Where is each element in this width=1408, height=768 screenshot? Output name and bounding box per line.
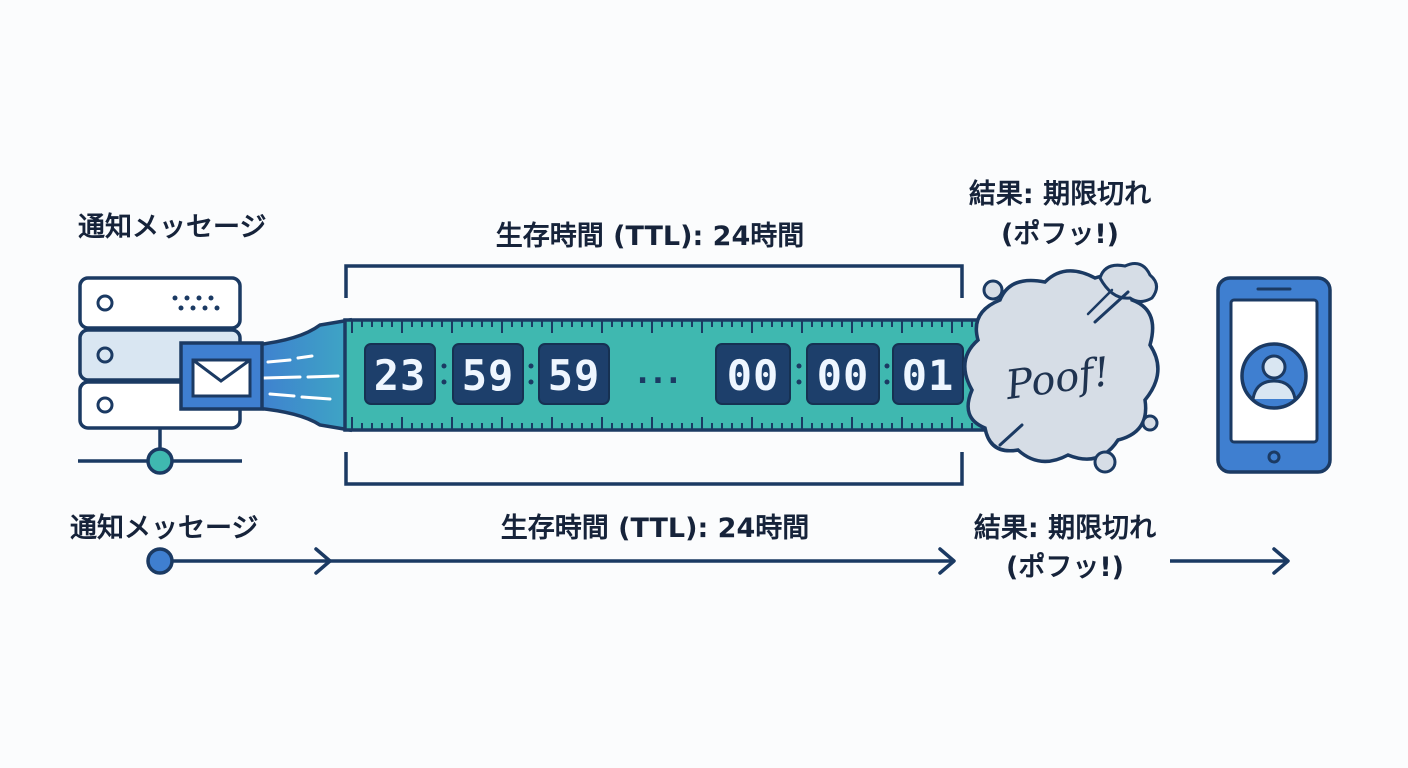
- timeline-ttl-label: 生存時間 (TTL): 24時間: [500, 513, 810, 544]
- timeline-result-line2: (ポフッ!): [1006, 552, 1124, 583]
- digit-seconds-end: 01: [902, 351, 955, 400]
- digit-hours-end: 00: [727, 351, 780, 400]
- digit-minutes-start: 59: [462, 351, 515, 400]
- timeline-arrow-3: [1272, 547, 1290, 575]
- ttl-bracket-bottom: [344, 452, 964, 486]
- user-avatar-icon: [1240, 342, 1308, 410]
- poof-cloud-icon: Poof!: [963, 262, 1160, 474]
- digit-hours-start: 23: [374, 351, 427, 400]
- ttl-label: 生存時間 (TTL): 24時間: [495, 221, 805, 252]
- timeline-result-line1: 結果: 期限切れ: [973, 513, 1157, 544]
- ttl-bracket-top: [344, 264, 964, 298]
- countdown-end: 00 00 01: [715, 343, 964, 405]
- digit-box: [538, 343, 610, 405]
- countdown-start: 23 59 59: [364, 343, 610, 405]
- digit-box: [364, 343, 436, 405]
- result-label-line2: (ポフッ!): [1001, 219, 1119, 250]
- smartphone-icon: [1216, 276, 1332, 474]
- timeline: [146, 547, 1290, 575]
- digit-minutes-end: 00: [817, 351, 870, 400]
- digit-seconds-start: 59: [548, 351, 601, 400]
- digit-box: [715, 343, 791, 405]
- transfer-tube: [253, 317, 352, 433]
- timeline-start-dot: [146, 547, 174, 575]
- timeline-source-label: 通知メッセージ: [70, 513, 259, 544]
- digit-box: [452, 343, 524, 405]
- envelope-icon: [179, 341, 264, 411]
- countdown-ellipsis: ...: [637, 356, 683, 391]
- countdown-band: [343, 318, 987, 432]
- digit-box: [806, 343, 880, 405]
- result-label-line1: 結果: 期限切れ: [968, 179, 1152, 210]
- digit-box: [892, 343, 964, 405]
- source-label: 通知メッセージ: [78, 212, 267, 243]
- timeline-arrow-2: [938, 547, 956, 575]
